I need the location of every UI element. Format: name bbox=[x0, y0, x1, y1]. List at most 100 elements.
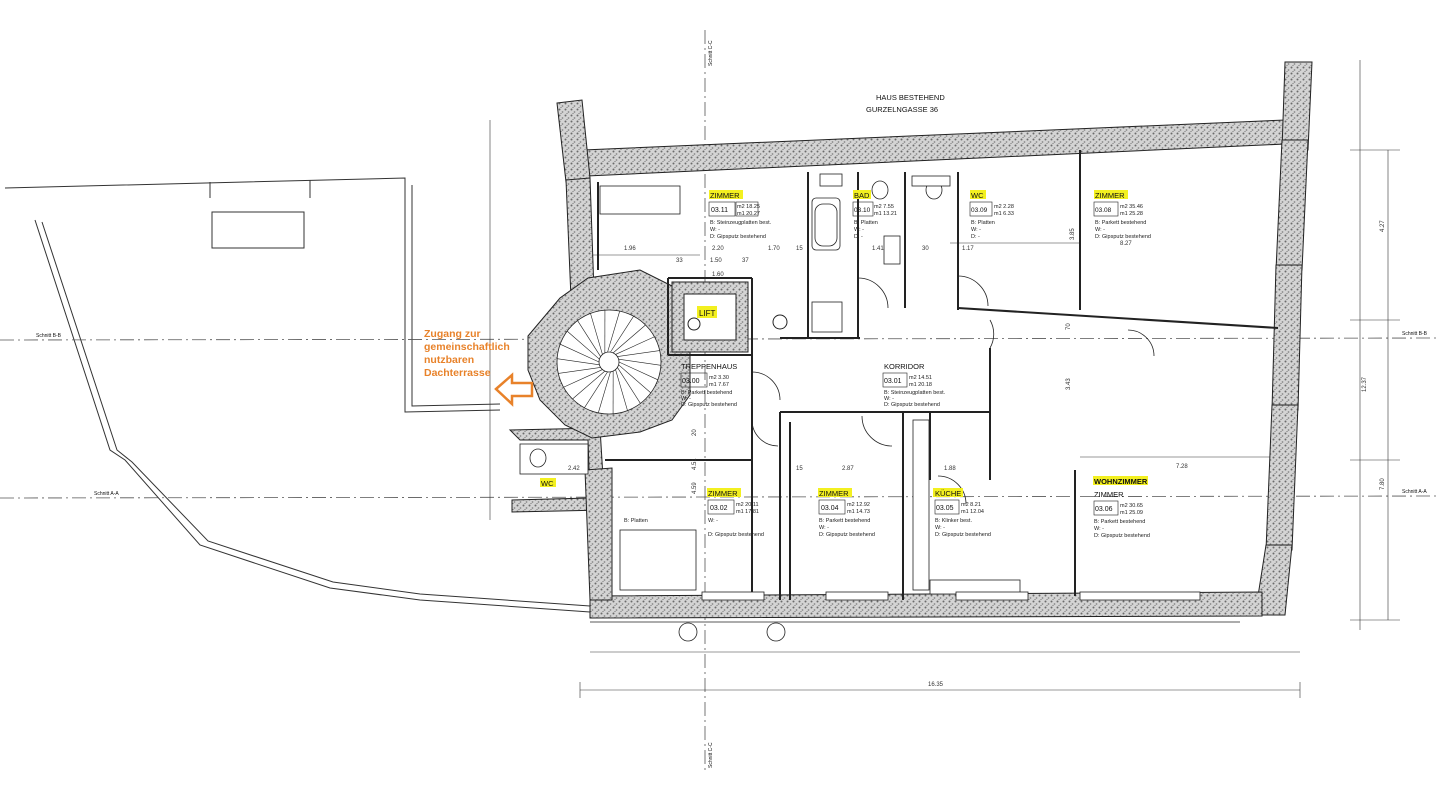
header-line1: HAUS BESTEHEND bbox=[876, 93, 945, 102]
stair-tread bbox=[577, 320, 601, 357]
room-perimeter: m1 17.81 bbox=[736, 509, 759, 515]
room-number: 03.00 bbox=[682, 378, 700, 385]
room-perimeter: m1 13.21 bbox=[874, 211, 897, 217]
finish-floor: B: Platten bbox=[854, 220, 878, 226]
room-treppenhaus: TREPPENHAUS 03.00 m2 3.30 m1 7.67 B: Par… bbox=[680, 362, 737, 408]
stair-tread bbox=[617, 350, 660, 357]
room-number: 03.05 bbox=[936, 505, 954, 512]
room-perimeter: m1 20.18 bbox=[909, 382, 932, 388]
note-line1: Zugang zur bbox=[424, 328, 481, 340]
stair-tread bbox=[563, 369, 603, 388]
finish-wall: W: - bbox=[710, 227, 720, 233]
room-name: WOHNZIMMER bbox=[1094, 477, 1148, 486]
terrace-access-note: Zugang zur gemeinschaftlich nutzbaren Da… bbox=[424, 328, 510, 379]
room-name: BAD bbox=[854, 191, 870, 200]
stair-tread bbox=[590, 313, 603, 355]
stair-tread bbox=[598, 371, 611, 413]
finish-wall: W: - bbox=[1094, 526, 1104, 532]
finish-ceiling: D: Gipsputz bestehend bbox=[681, 402, 737, 408]
finish-floor: B: Platten bbox=[971, 220, 995, 226]
dim-label: 4.27 bbox=[1380, 220, 1386, 232]
finish-ceiling: D: Gipsputz bestehend bbox=[935, 532, 991, 538]
room-number: 03.04 bbox=[821, 505, 839, 512]
room-wc-0309: WC 03.09 m2 2.28 m1 6.33 B: Platten W: -… bbox=[969, 191, 1014, 240]
dimension-labels: 1.96 2.20 1.70 15 1.41 30 1.17 3.85 8.27… bbox=[568, 220, 1386, 688]
door-swings bbox=[751, 275, 1155, 505]
dim-label: 30 bbox=[922, 246, 929, 252]
room-number: 03.06 bbox=[1095, 506, 1113, 513]
lift-label: LIFT bbox=[699, 309, 716, 318]
finish-ceiling: D: - bbox=[854, 234, 863, 240]
stair-tread bbox=[615, 336, 655, 355]
room-name: ZIMMER bbox=[819, 489, 849, 498]
stair-tread bbox=[572, 370, 606, 400]
finish-floor: B: Parkett bestehend bbox=[681, 390, 732, 396]
room-perimeter: m1 25.09 bbox=[1120, 510, 1143, 516]
room-name: ZIMMER bbox=[708, 489, 738, 498]
dim-label: 2.42 bbox=[568, 466, 580, 472]
dim-label: 1.17 bbox=[962, 246, 974, 252]
section-bb-right: Schnitt B-B bbox=[1402, 331, 1428, 337]
dim-label: 1.96 bbox=[624, 246, 636, 252]
finish-wall: W: - bbox=[971, 227, 981, 233]
note-line4: Dachterrasse bbox=[424, 367, 491, 379]
finish-wall: W: - bbox=[681, 396, 691, 402]
room-name: KORRIDOR bbox=[884, 362, 925, 371]
finish-floor: B: Parkett bestehend bbox=[1094, 519, 1145, 525]
dim-label: 1.50 bbox=[710, 258, 722, 264]
room-number: 03.11 bbox=[711, 207, 728, 214]
dim-label: 1.88 bbox=[944, 466, 956, 472]
finish-floor: B: Steinzeugplatten best. bbox=[710, 220, 772, 226]
finish-floor: B: Parkett bestehend bbox=[819, 518, 870, 524]
dim-label: 3.85 bbox=[1070, 228, 1076, 240]
finish-wall: W: - bbox=[1095, 227, 1105, 233]
dim-label: 4.59 bbox=[692, 482, 698, 494]
finish-floor: B: Platten bbox=[624, 518, 648, 524]
dim-label: 7.80 bbox=[1380, 478, 1386, 490]
room-wc-small: WC bbox=[541, 479, 554, 488]
finish-wall: W: - bbox=[819, 525, 829, 531]
finish-ceiling: D: - bbox=[971, 234, 980, 240]
room-name: ZIMMER bbox=[1095, 191, 1125, 200]
room-zimmer-0304: ZIMMER 03.04 m2 12.92 m1 14.73 B: Parket… bbox=[818, 489, 875, 538]
stair-tread bbox=[618, 364, 652, 394]
dim-label: 8.27 bbox=[1120, 241, 1132, 247]
dim-label: 7.28 bbox=[1176, 464, 1188, 470]
room-name: ZIMMER bbox=[710, 191, 740, 200]
room-name: WC bbox=[971, 191, 984, 200]
lift-shaft bbox=[671, 281, 788, 353]
room-perimeter: m1 14.73 bbox=[847, 509, 870, 515]
dim-label: 3.43 bbox=[1066, 378, 1072, 390]
stair-tread bbox=[610, 316, 634, 353]
finish-floor: B: Klinker best. bbox=[935, 518, 972, 524]
room-name: KÜCHE bbox=[935, 489, 961, 498]
finish-ceiling: D: Gipsputz bestehend bbox=[708, 532, 764, 538]
access-arrow-icon bbox=[494, 372, 534, 407]
stair-tread bbox=[566, 330, 600, 360]
roof-terrace-outline bbox=[4, 177, 591, 613]
section-bb-left: Schnitt B-B bbox=[36, 333, 62, 339]
dim-label: 33 bbox=[676, 258, 683, 264]
room-area: m2 18.25 bbox=[737, 204, 760, 210]
dim-label: 70 bbox=[1066, 323, 1072, 330]
finish-floor: B: Steinzeugplatten best. bbox=[884, 390, 946, 396]
dim-label: 20 bbox=[692, 429, 698, 436]
dim-label: 15 bbox=[796, 246, 803, 252]
room-subname: ZIMMER bbox=[1094, 490, 1124, 499]
finish-wall: W: - bbox=[884, 396, 894, 402]
stair-tread bbox=[615, 369, 628, 411]
room-korridor: KORRIDOR 03.01 m2 14.51 m1 20.18 B: Stei… bbox=[882, 362, 946, 408]
dim-label: 4.51 bbox=[692, 458, 698, 470]
spiral-staircase bbox=[556, 309, 662, 415]
note-line2: gemeinschaftlich bbox=[424, 341, 510, 353]
room-area: m2 30.65 bbox=[1120, 503, 1143, 509]
room-zimmer-0308: ZIMMER 03.08 m2 35.46 m1 25.28 B: Parket… bbox=[1093, 191, 1151, 240]
room-perimeter: m1 20.27 bbox=[737, 211, 760, 217]
room-perimeter: m1 12.04 bbox=[961, 509, 984, 515]
stair-tread bbox=[617, 367, 641, 404]
header-line2: GURZELNGASSE 36 bbox=[866, 105, 938, 114]
facade-windows bbox=[590, 591, 1240, 642]
dim-label: 2.87 bbox=[842, 466, 854, 472]
dim-label: 16.35 bbox=[928, 682, 944, 688]
section-cc-top: Schnitt C-C bbox=[708, 40, 714, 66]
